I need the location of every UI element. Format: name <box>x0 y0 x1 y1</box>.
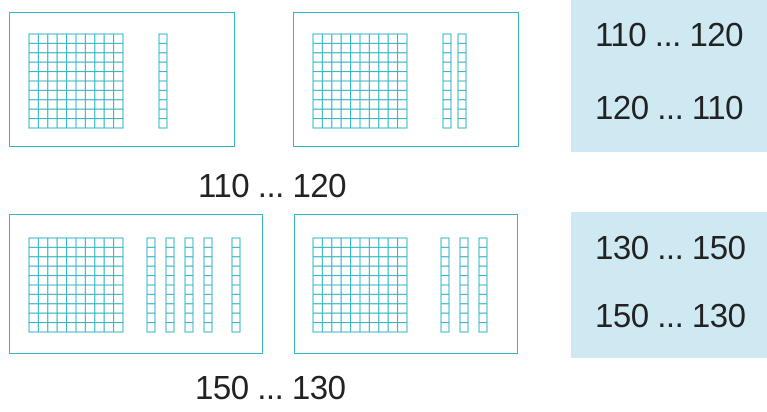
ten-rod <box>184 237 194 333</box>
hundred-block <box>312 33 408 129</box>
ten-rod <box>158 33 168 129</box>
hundred-block <box>312 237 408 333</box>
row1-left-card <box>9 12 235 147</box>
ten-rod <box>203 237 213 333</box>
row2-panel-line1: 130 ... 150 <box>595 229 745 267</box>
row2-panel-line2: 150 ... 130 <box>595 297 745 335</box>
row2-left-card <box>9 214 263 354</box>
hundred-block <box>28 33 124 129</box>
ten-rod <box>231 237 241 333</box>
ten-rod <box>478 237 488 333</box>
row1-panel-line1: 110 ... 120 <box>595 16 743 54</box>
ten-rod <box>442 33 452 129</box>
ten-rod <box>459 237 469 333</box>
row2-right-card <box>294 214 518 354</box>
row2-caption: 150 ... 130 <box>195 369 345 407</box>
row1-panel-line2: 120 ... 110 <box>595 89 743 127</box>
ten-rod <box>146 237 156 333</box>
ten-rod <box>457 33 467 129</box>
hundred-block <box>28 237 124 333</box>
row1-answer-panel: 110 ... 120 120 ... 110 <box>571 0 767 152</box>
ten-rod <box>440 237 450 333</box>
row1-right-card <box>293 12 519 147</box>
row1-caption: 110 ... 120 <box>198 167 346 205</box>
ten-rod <box>165 237 175 333</box>
row2-answer-panel: 130 ... 150 150 ... 130 <box>571 212 767 358</box>
